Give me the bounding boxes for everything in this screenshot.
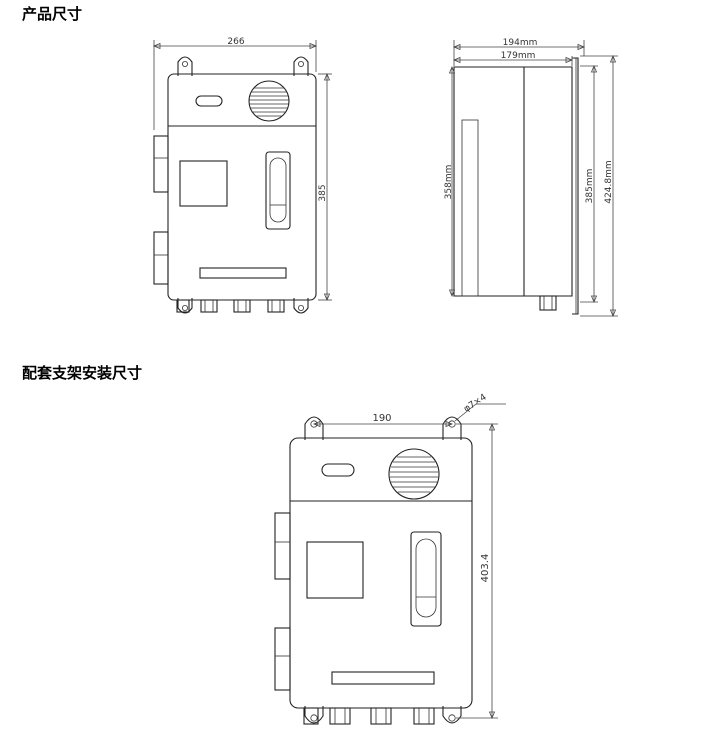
side-height-body-dimension: 385mm: [580, 64, 598, 304]
bracket-hole-leader: φ7×4: [454, 392, 506, 422]
front-top-ear-left: [177, 56, 193, 76]
side-hinge: [461, 119, 479, 297]
front-label-plate: [199, 267, 287, 279]
bracket-top-ear-left: [304, 416, 324, 440]
side-depth-outer-label: 194mm: [503, 38, 538, 48]
front-view: 266 385: [152, 37, 332, 314]
bracket-label-plate: [331, 671, 435, 685]
bracket-side-box-upper: [274, 512, 291, 580]
bracket-bottom-ear-left: [304, 706, 324, 724]
side-height-inner-label: 358mm: [444, 165, 454, 200]
side-depth-inner-dimension: 179mm: [452, 51, 574, 66]
bracket-sight-glass: [410, 531, 442, 627]
bracket-top-ear-right: [442, 416, 462, 440]
front-badge-slot: [195, 95, 223, 107]
bracket-hole-spacing-label: 190: [372, 413, 391, 424]
front-cable-glands: [176, 299, 285, 313]
bracket-side-box-lower: [274, 627, 291, 691]
front-display-window: [179, 160, 228, 207]
side-depth-outer-dimension: 194mm: [452, 38, 586, 66]
bracket-dimensions-heading: 配套支架安装尺寸: [22, 364, 143, 382]
front-bottom-ear-right: [293, 298, 309, 314]
bracket-fan-grille: [388, 448, 440, 500]
front-side-box-lower: [153, 231, 169, 285]
bracket-hole-label: φ7×4: [462, 392, 489, 414]
front-bottom-ear-left: [177, 298, 193, 314]
side-height-inner-dimension: 358mm: [444, 65, 456, 298]
bracket-height-dimension: 403.4: [456, 422, 498, 720]
bracket-enclosure: [289, 437, 473, 709]
front-fan-grille: [248, 80, 290, 122]
front-height-dimension: 385: [318, 72, 332, 302]
side-enclosure: [453, 66, 573, 297]
front-sight-glass: [265, 151, 291, 230]
front-side-box-upper: [153, 135, 169, 193]
front-top-ear-right: [293, 56, 309, 76]
front-width-dimension: 266: [152, 37, 318, 130]
front-enclosure: [167, 73, 317, 301]
side-bracket: [572, 57, 579, 315]
front-width-label: 266: [227, 37, 244, 47]
front-height-label: 385: [318, 184, 328, 201]
bracket-height-label: 403.4: [480, 554, 491, 583]
side-depth-inner-label: 179mm: [501, 51, 536, 61]
side-height-total-label: 424.8mm: [604, 160, 614, 203]
product-dimensions-heading: 产品尺寸: [22, 5, 83, 23]
bracket-cable-glands: [303, 707, 435, 725]
bracket-display-window: [306, 541, 364, 599]
side-height-total-dimension: 424.8mm: [580, 54, 618, 318]
bracket-view: 190 φ7×4 403.4: [274, 392, 506, 725]
side-cable-gland: [539, 295, 557, 311]
side-height-body-label: 385mm: [585, 169, 595, 204]
bracket-hole-spacing-dimension: 190: [312, 413, 454, 428]
side-view: 194mm 179mm 358mm 385mm: [444, 38, 618, 318]
bracket-bottom-ear-right: [442, 706, 462, 724]
bracket-badge-slot: [321, 463, 355, 477]
